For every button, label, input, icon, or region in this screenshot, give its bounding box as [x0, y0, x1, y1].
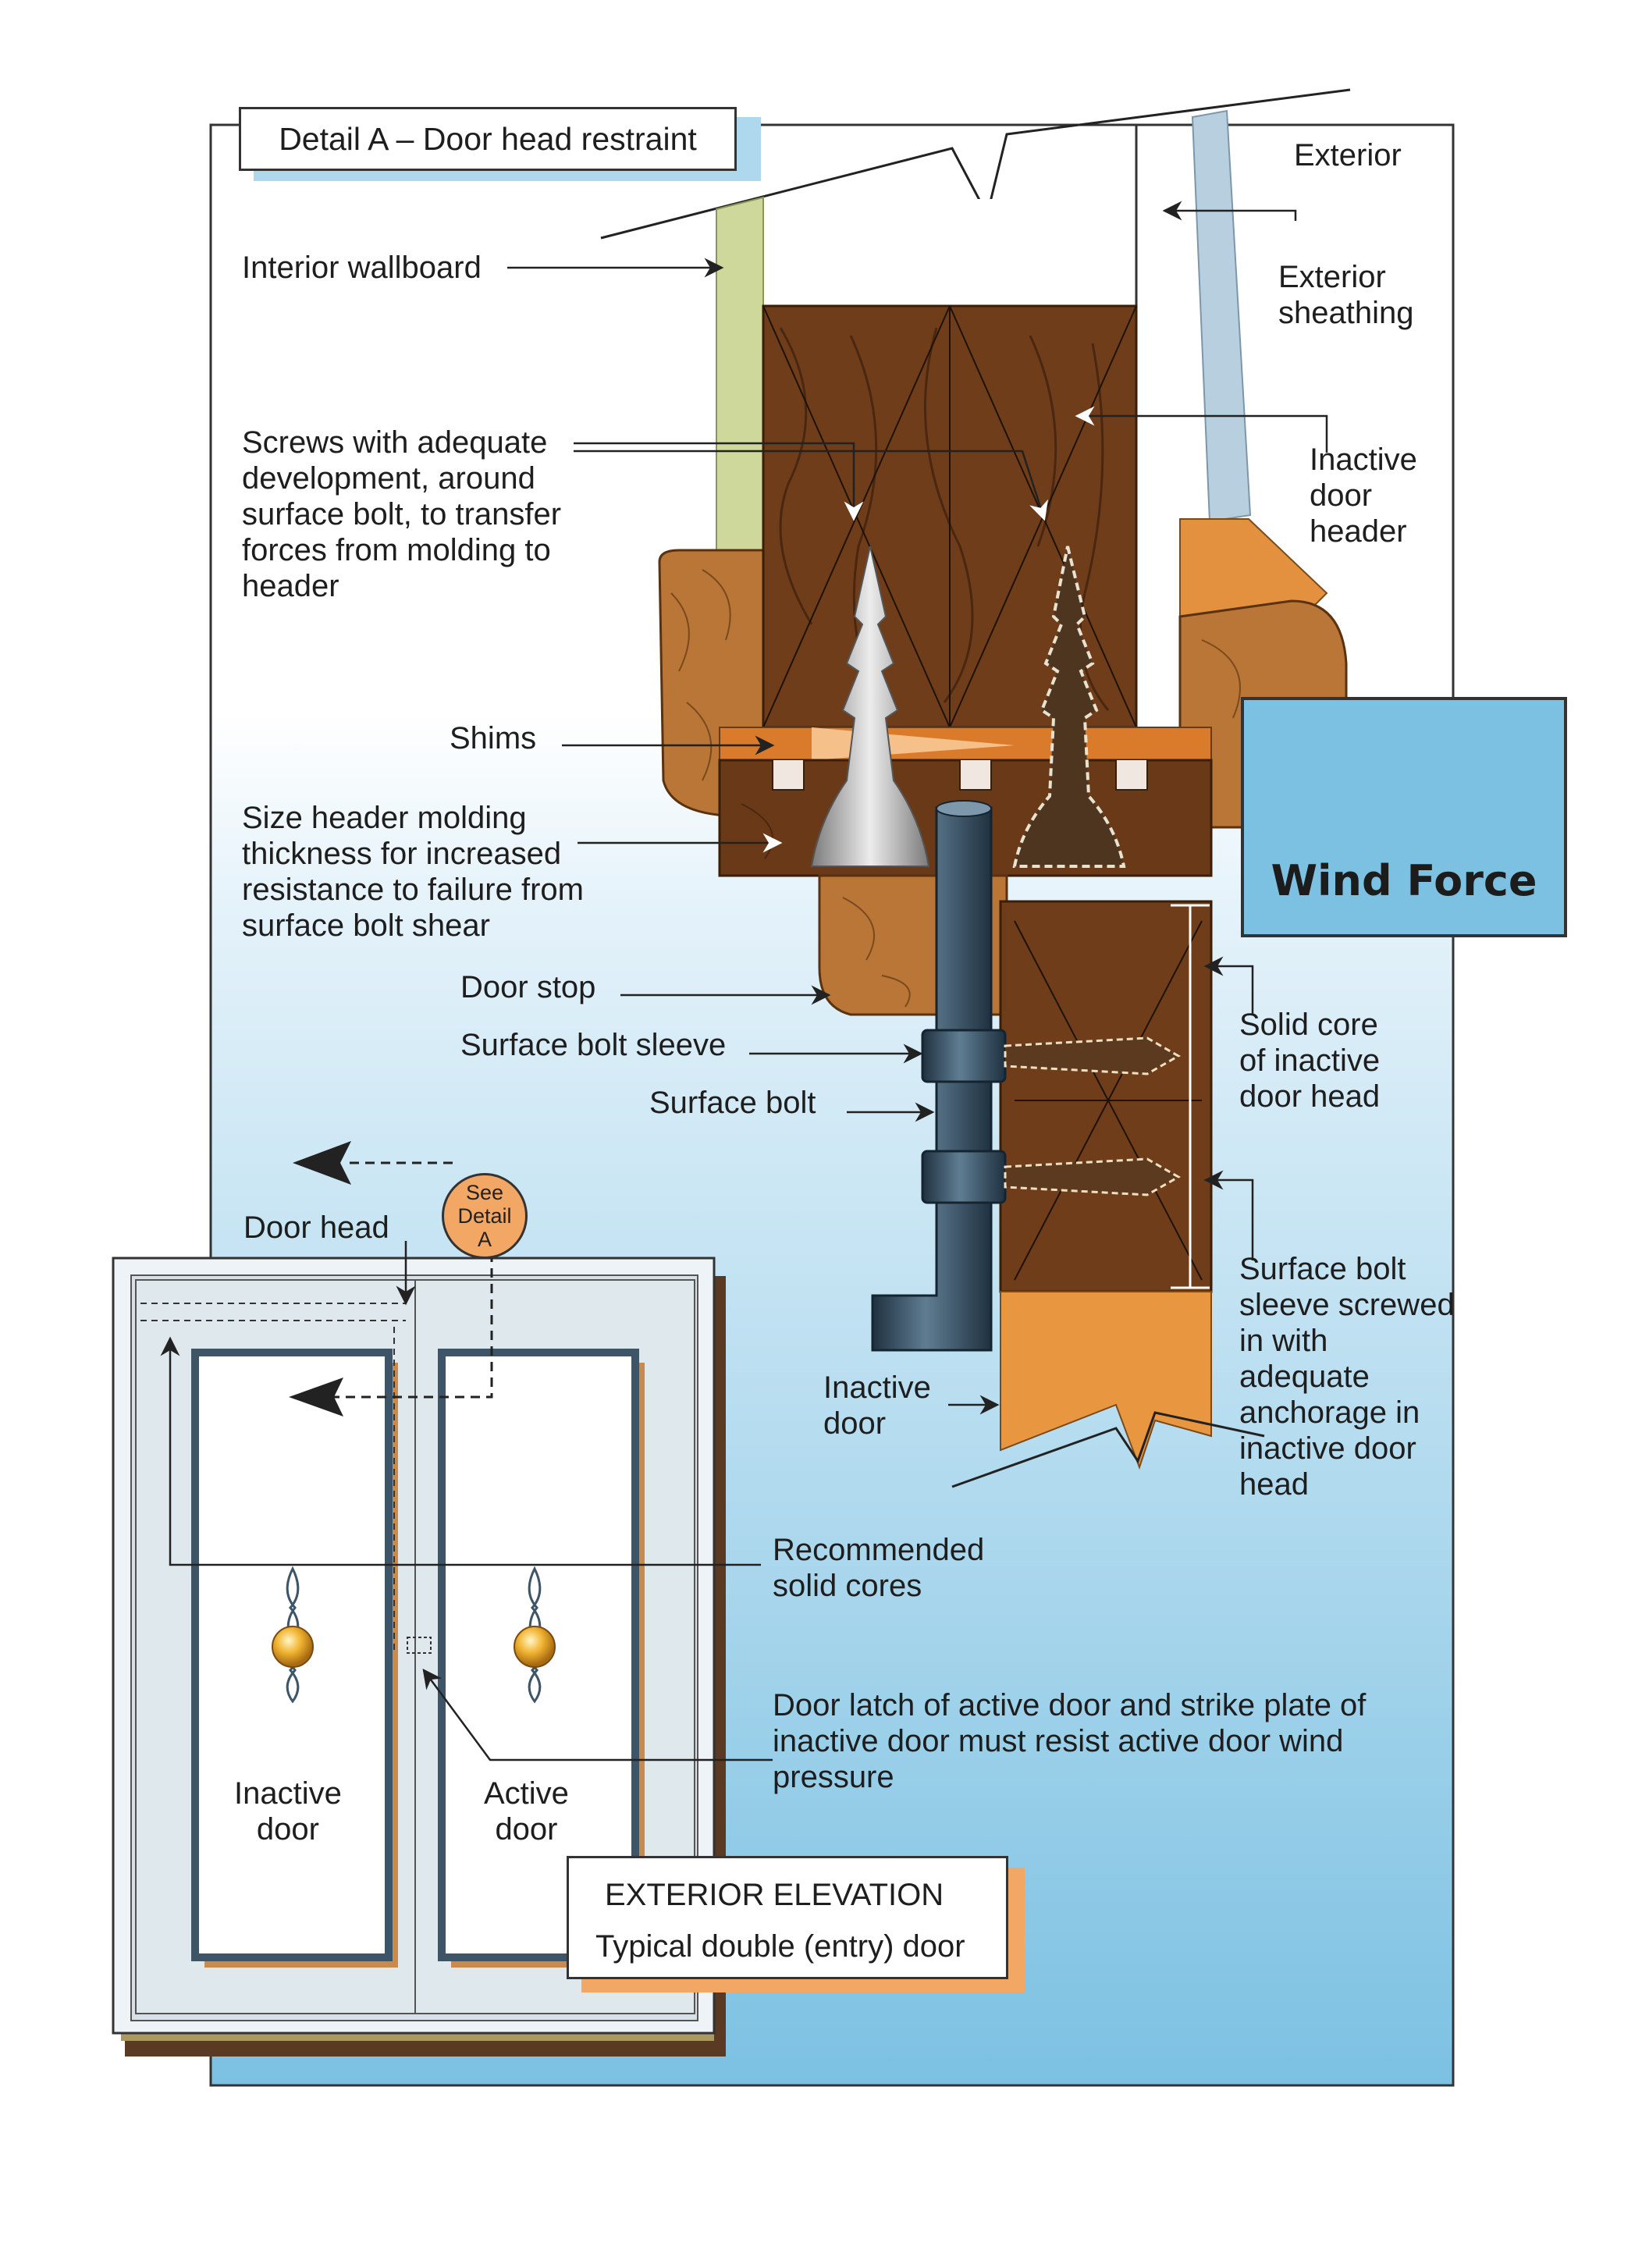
label-recommended-solid-cores: Recommended solid cores: [773, 1533, 985, 1603]
label-surface-bolt-sleeve-screwed: Surface bolt sleeve screwed in with adeq…: [1239, 1252, 1455, 1502]
sleeve-screw-upper: [1004, 1036, 1182, 1075]
bolt-sleeve-lower: [921, 1150, 1007, 1204]
exterior-sheathing: [1191, 109, 1252, 523]
see-detail-pointer: [289, 1141, 493, 1417]
label-interior-wallboard: Interior wallboard: [242, 251, 482, 285]
door-stop-grain: [842, 897, 911, 1008]
see-detail-badge: See Detail A: [442, 1173, 528, 1259]
label-screws: Screws with adequate development, around…: [242, 425, 562, 603]
label-solid-core: Solid core of inactive door head: [1239, 1008, 1381, 1114]
detail-a-title: Detail A – Door head restraint: [239, 107, 737, 171]
label-door-head: Door head: [243, 1210, 389, 1245]
wind-force-label: Wind Force: [1271, 856, 1537, 905]
elevation-title: EXTERIOR ELEVATION: [605, 1878, 944, 1912]
sleeve-screw-lower: [1004, 1157, 1182, 1196]
elevation-title-box: EXTERIOR ELEVATION Typical double (entry…: [567, 1856, 1008, 1979]
screw-silver: [810, 546, 930, 867]
label-shims: Shims: [450, 721, 537, 755]
wind-force-box: Wind Force: [1241, 697, 1567, 937]
label-exterior-sheathing: Exterior sheathing: [1278, 260, 1414, 330]
casing-grain: [670, 569, 731, 781]
strike-plate: [407, 1637, 432, 1654]
label-inactive-door-detail: Inactive door: [823, 1370, 931, 1441]
label-inactive-door: Inactive door: [234, 1776, 342, 1847]
inactive-knob: [272, 1566, 314, 1704]
leader-lines: [160, 201, 1328, 1761]
surface-bolt: [871, 806, 993, 1352]
door-head-grain: [1014, 920, 1203, 1281]
label-inactive-door-header: Inactive door header: [1310, 443, 1417, 549]
bolt-sleeve-upper: [921, 1029, 1007, 1083]
elevation-subtitle: Typical double (entry) door: [595, 1929, 965, 1964]
screw-dark: [1012, 546, 1126, 868]
molding-notches: [772, 760, 1148, 791]
header-grain: [779, 327, 1110, 711]
bolt-top: [936, 800, 992, 817]
label-door-stop: Door stop: [460, 970, 596, 1004]
label-active-door: Active door: [484, 1776, 569, 1847]
label-surface-bolt-sleeve: Surface bolt sleeve: [460, 1028, 727, 1062]
inactive-door-body: [1000, 1291, 1212, 1470]
label-surface-bolt: Surface bolt: [649, 1086, 816, 1120]
label-exterior: Exterior: [1294, 138, 1402, 172]
label-size-header-molding: Size header molding thickness for increa…: [242, 801, 584, 943]
active-knob: [514, 1566, 556, 1704]
label-door-latch: Door latch of active door and strike pla…: [773, 1688, 1367, 1794]
break-line-bottom: [951, 1411, 1265, 1488]
